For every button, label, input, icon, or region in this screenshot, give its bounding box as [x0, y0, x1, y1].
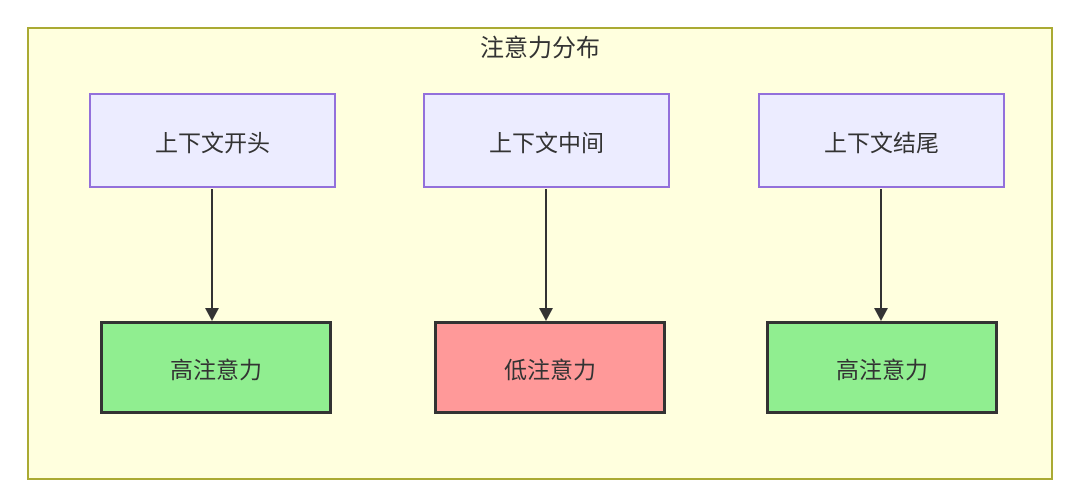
arrow-shaft [211, 189, 213, 309]
edge-context-beginning-to-result [205, 189, 219, 321]
node-context-middle: 上下文中间 [423, 93, 670, 188]
node-low-attention: 低注意力 [434, 321, 666, 414]
arrow-shaft [880, 189, 882, 309]
arrowhead-down-icon [539, 308, 553, 321]
node-high-attention-left: 高注意力 [100, 321, 332, 414]
edge-context-end-to-result [874, 189, 888, 321]
diagram-title: 注意力分布 [480, 34, 600, 62]
node-high-attention-right: 高注意力 [766, 321, 998, 414]
arrowhead-down-icon [874, 308, 888, 321]
arrow-shaft [545, 189, 547, 309]
arrowhead-down-icon [205, 308, 219, 321]
edge-context-middle-to-result [539, 189, 553, 321]
node-context-end: 上下文结尾 [758, 93, 1005, 188]
node-context-beginning: 上下文开头 [89, 93, 336, 188]
